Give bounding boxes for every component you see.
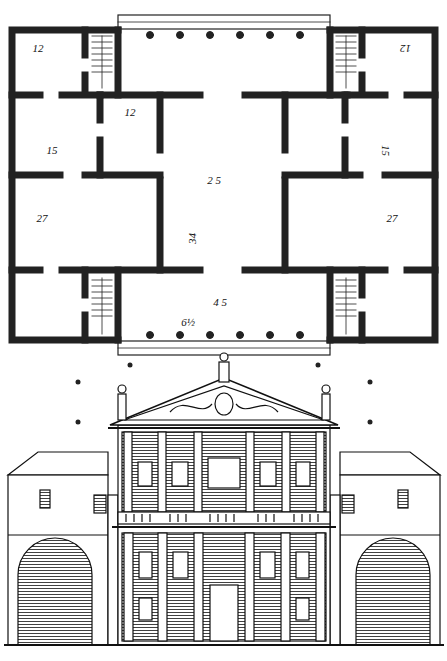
- room-dimension: 12: [32, 43, 45, 54]
- room-dimension: 12: [124, 107, 137, 118]
- room-dimension: 27: [386, 213, 399, 224]
- room-dimension: 4 5: [212, 297, 228, 308]
- room-dimension: 15: [380, 144, 391, 157]
- room-dimension: 12: [399, 43, 412, 54]
- room-dimension: 34: [187, 232, 198, 245]
- elevation: [4, 353, 444, 645]
- room-dimension: 27: [36, 213, 49, 224]
- room-dimension: 2 5: [206, 175, 222, 186]
- room-dimension: 15: [46, 145, 59, 156]
- room-dimension: 6½: [180, 317, 196, 328]
- floor-plan: [12, 15, 435, 355]
